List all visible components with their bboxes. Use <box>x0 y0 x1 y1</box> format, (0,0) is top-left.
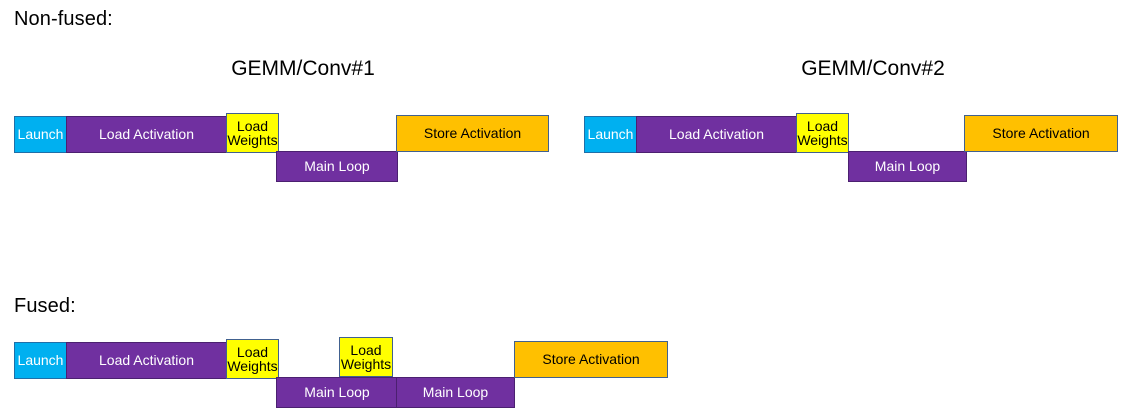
bar-store-activation: Store Activation <box>396 115 549 152</box>
section-label-fused: Fused: <box>14 295 76 317</box>
bar-main-loop-1: Main Loop <box>276 377 398 408</box>
section-label-non-fused: Non-fused: <box>14 8 113 30</box>
bar-store-activation: Store Activation <box>514 341 668 378</box>
bar-load-weights-2: Load Weights <box>339 337 393 377</box>
group-title: GEMM/Conv#1 <box>231 57 375 80</box>
bar-load-activation: Load Activation <box>636 116 797 153</box>
bar-load-weights-1: Load Weights <box>226 339 279 379</box>
bar-load-weights: Load Weights <box>226 113 279 153</box>
bar-main-loop: Main Loop <box>276 151 398 182</box>
bar-launch: Launch <box>14 116 67 153</box>
bar-main-loop-2: Main Loop <box>396 377 515 408</box>
group-title: GEMM/Conv#2 <box>801 57 945 80</box>
bar-store-activation: Store Activation <box>964 115 1118 152</box>
bar-launch: Launch <box>14 342 67 379</box>
bar-load-activation: Load Activation <box>66 342 227 379</box>
bar-main-loop: Main Loop <box>848 151 967 182</box>
bar-launch: Launch <box>584 116 637 153</box>
bar-load-weights: Load Weights <box>796 113 849 153</box>
bar-load-activation: Load Activation <box>66 116 227 153</box>
